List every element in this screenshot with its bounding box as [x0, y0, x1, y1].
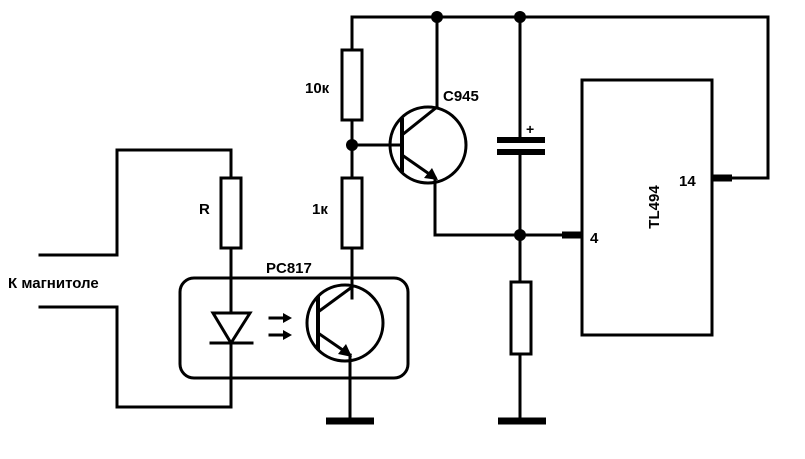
optocoupler-label: PC817	[266, 260, 312, 277]
capacitor	[497, 15, 545, 284]
wire-input-bottom	[38, 305, 233, 409]
capacitor-plus-label: +	[526, 121, 534, 137]
top-supply-rail	[350, 15, 770, 180]
resistor-r	[219, 176, 243, 250]
pin-4-label: 4	[590, 230, 599, 247]
transistor-label: C945	[443, 88, 479, 105]
light-arrow-1-head	[283, 313, 292, 323]
wire-input-top	[38, 148, 233, 257]
opto-transistor	[305, 283, 385, 363]
resistor-10k-label: 10к	[305, 80, 330, 97]
resistor-1k	[340, 176, 364, 250]
transistor-c945	[388, 15, 468, 185]
ic-tl494	[580, 78, 714, 337]
resistor-1k-label: 1к	[312, 201, 328, 218]
ic-label: TL494	[646, 185, 663, 229]
resistor-bottom	[509, 280, 533, 356]
light-arrow-2-head	[283, 330, 292, 340]
wire-emitter-to-pin4	[433, 176, 584, 237]
pin-14-label: 14	[679, 173, 696, 190]
optocoupler-pc817	[178, 276, 410, 380]
resistor-r-label: R	[199, 201, 210, 218]
connector-label: К магнитоле	[8, 275, 99, 292]
resistor-10k	[340, 48, 364, 122]
opto-led	[209, 311, 254, 346]
